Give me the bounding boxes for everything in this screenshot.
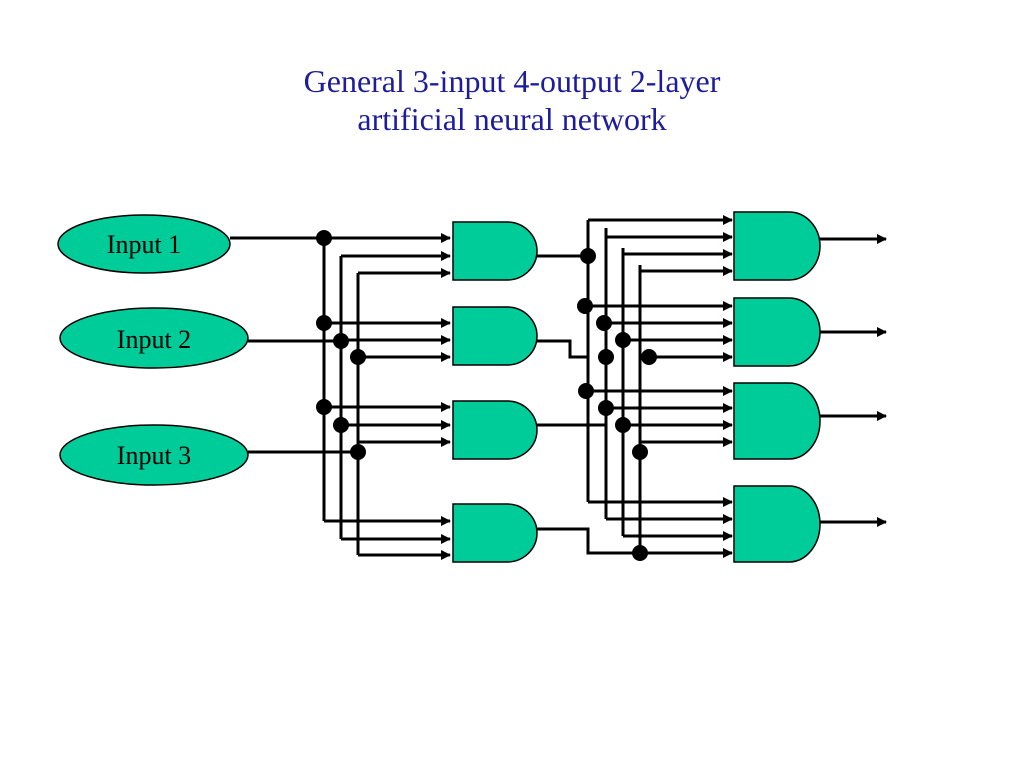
title-line-2: artificial neural network	[357, 101, 667, 137]
layer2-gate-inputs	[588, 215, 733, 558]
input-label-3: Input 3	[117, 441, 191, 470]
output-neuron-4	[733, 485, 821, 563]
output-arrows	[820, 234, 887, 527]
input-label-1: Input 1	[107, 230, 181, 259]
layer2-gates	[733, 211, 821, 563]
layer2-junctions	[577, 248, 657, 561]
input-label-2: Input 2	[117, 325, 191, 354]
layer1-buses	[322, 238, 360, 555]
hidden-neuron-2	[452, 306, 538, 366]
hidden-neuron-1	[452, 221, 538, 281]
output-neuron-3	[733, 382, 821, 460]
layer1-outputs	[537, 254, 640, 555]
output-neuron-2	[733, 297, 821, 367]
title-line-1: General 3-input 4-output 2-layer	[303, 63, 721, 99]
output-neuron-1	[733, 211, 821, 281]
input-node-3: Input 3	[59, 424, 249, 486]
input-node-2: Input 2	[59, 307, 249, 369]
hidden-neuron-3	[452, 400, 538, 460]
hidden-neuron-4	[452, 503, 538, 563]
layer1-junctions	[316, 230, 366, 460]
layer1-gate-inputs	[324, 233, 451, 560]
input-node-1: Input 1	[57, 214, 231, 274]
diagram-title: General 3-input 4-output 2-layer artific…	[0, 62, 1024, 138]
layer1-gates	[452, 221, 538, 563]
